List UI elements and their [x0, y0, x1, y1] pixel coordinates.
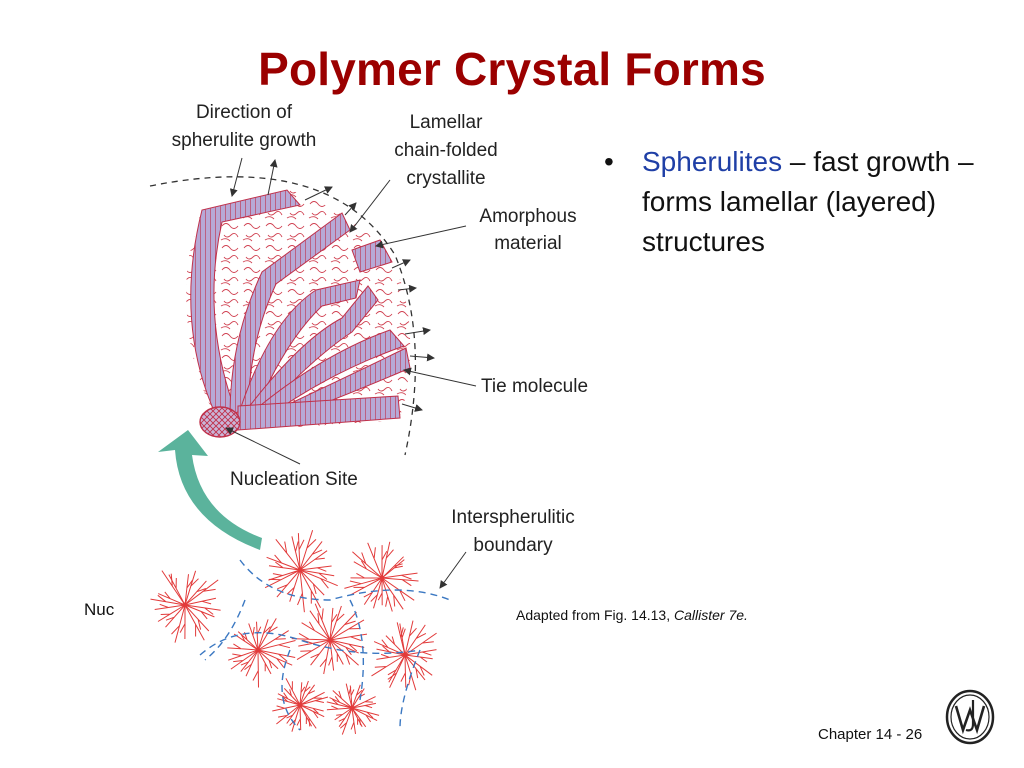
- label-growth-direction-line2: spherulite growth: [172, 130, 317, 151]
- spherulite-nucleus: [379, 575, 385, 581]
- spherulite-nucleus: [327, 637, 333, 643]
- spherulite: [371, 620, 437, 691]
- nucleation-site: [199, 406, 241, 438]
- growth-arrows: [267, 159, 435, 412]
- spherulite: [326, 683, 380, 735]
- interspherulitic-boundaries: [199, 559, 451, 731]
- bullet-text: Spherulites – fast growth – forms lamell…: [642, 142, 1002, 262]
- caption-source: Callister 7e.: [673, 607, 748, 623]
- spherulite-nucleus: [402, 652, 408, 658]
- bullet-marker: •: [604, 146, 614, 177]
- label-boundary-line2: boundary: [473, 535, 553, 556]
- partial-text: Nuc: [84, 600, 115, 619]
- spherulite-nucleus: [349, 705, 355, 711]
- spherulite-nucleus: [297, 567, 303, 573]
- label-amorphous-line1: Amorphous: [479, 206, 576, 227]
- spherulite-nucleus: [182, 602, 188, 608]
- figure-caption: Adapted from Fig. 14.13, Callister 7e.: [516, 607, 748, 623]
- label-boundary-line1: Interspherulitic: [451, 507, 575, 528]
- label-amorphous-line2: material: [494, 233, 562, 254]
- label-growth-direction-line1: Direction of: [196, 102, 293, 123]
- bullet-description: – fast growth – forms lamellar (layered)…: [642, 146, 974, 257]
- spherulite: [344, 541, 419, 612]
- label-nucleation-site: Nucleation Site: [230, 469, 358, 490]
- spherulite: [272, 678, 329, 732]
- lamellae: [190, 189, 411, 431]
- spherulite: [227, 618, 296, 688]
- spherulite-boundary-arc: [149, 176, 417, 456]
- label-lamellar-line3: crystallite: [406, 168, 485, 189]
- slide-title: Polymer Crystal Forms: [258, 43, 766, 95]
- caption-prefix: Adapted from Fig. 14.13,: [516, 607, 674, 623]
- publisher-logo: [945, 689, 995, 745]
- spherulite-cluster: [150, 530, 437, 735]
- spherulite-nucleus: [297, 702, 303, 708]
- slide-footer: Chapter 14 - 26: [818, 726, 923, 743]
- label-lamellar-line1: Lamellar: [410, 112, 484, 133]
- bullet-keyword: Spherulites: [642, 146, 783, 177]
- nucleation-arrow: [158, 430, 262, 550]
- label-lamellar-line2: chain-folded: [394, 140, 498, 161]
- spherulite: [150, 570, 221, 643]
- spherulite: [264, 530, 338, 613]
- leader-lines: [225, 157, 477, 589]
- spherulite-nucleus: [255, 647, 261, 653]
- label-tie-molecule: Tie molecule: [481, 376, 588, 397]
